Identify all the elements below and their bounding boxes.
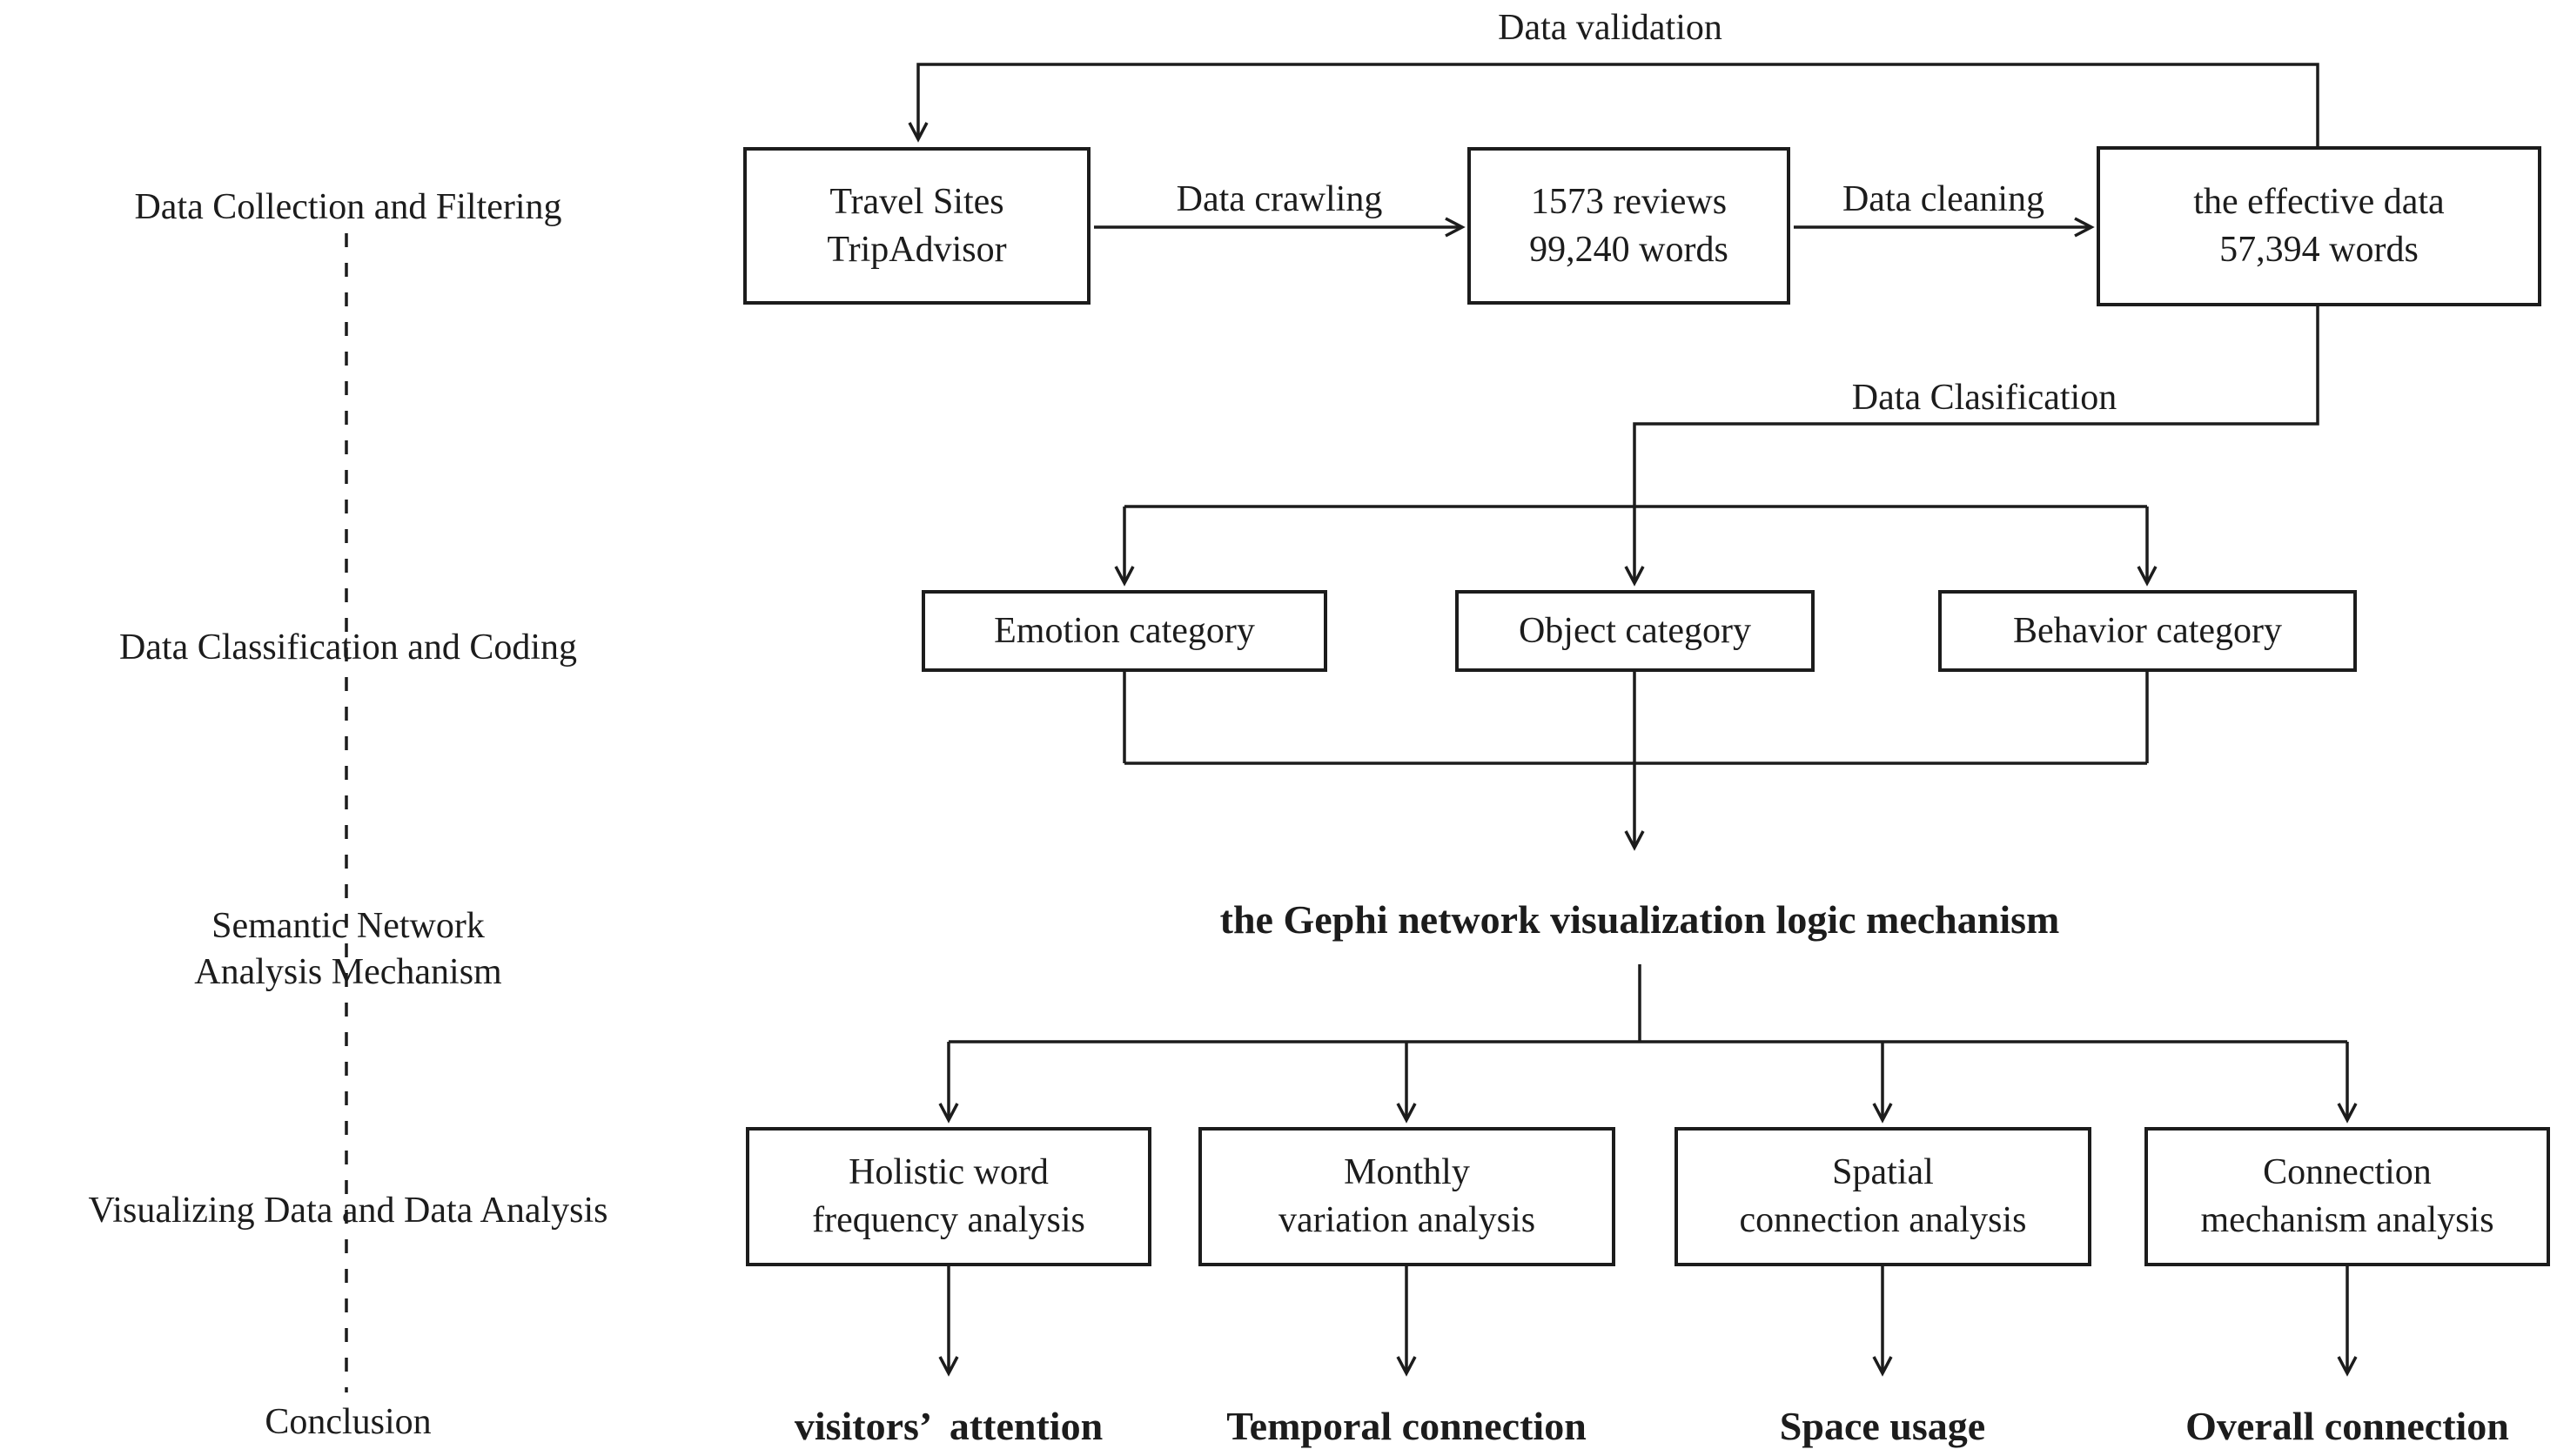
edge-label-data-cleaning: Data cleaning: [1842, 179, 2045, 219]
conclusion-visitors-attention: visitors’ attention: [794, 1404, 1104, 1448]
phase-label-data-classification: Data Classification and Coding: [118, 627, 578, 668]
conclusion-space-usage: Space usage: [1779, 1404, 1986, 1448]
node-reviews: 1573 reviews 99,240 words: [1467, 147, 1790, 305]
phase-label-visualizing-data: Visualizing Data and Data Analysis: [88, 1191, 608, 1231]
node-behavior-category: Behavior category: [1938, 590, 2357, 672]
gephi-mechanism-title: the Gephi network visualization logic me…: [1219, 897, 2060, 942]
node-spatial-analysis: Spatial connection analysis: [1674, 1127, 2091, 1266]
node-travel-sites: Travel Sites TripAdvisor: [743, 147, 1091, 305]
conclusion-temporal-connection: Temporal connection: [1226, 1404, 1587, 1448]
node-emotion-category: Emotion category: [922, 590, 1327, 672]
node-object-category: Object category: [1455, 590, 1815, 672]
edge-label-data-crawling: Data crawling: [1176, 179, 1383, 219]
edge-data-classification-elbow: [1633, 306, 2319, 507]
node-effective-data: the effective data 57,394 words: [2097, 146, 2541, 306]
phase-label-data-collection: Data Collection and Filtering: [134, 187, 562, 227]
edge-label-data-clasification: Data Clasification: [1851, 378, 2117, 418]
phase-label-semantic-network: Semantic Network Analysis Mechanism: [194, 906, 502, 992]
edge-label-data-validation: Data validation: [1498, 8, 1722, 48]
node-monthly-analysis: Monthly variation analysis: [1198, 1127, 1615, 1266]
conclusion-overall-connection: Overall connection: [2185, 1404, 2509, 1448]
edge-data-validation-loop: [908, 63, 2319, 148]
phase-label-conclusion: Conclusion: [265, 1402, 432, 1442]
node-connection-analysis: Connection mechanism analysis: [2144, 1127, 2550, 1266]
node-holistic-analysis: Holistic word frequency analysis: [746, 1127, 1151, 1266]
